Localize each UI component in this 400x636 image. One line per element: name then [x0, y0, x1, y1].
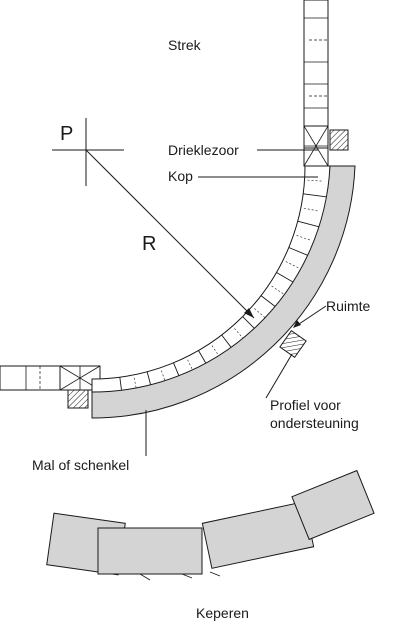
ruimte-arrowhead — [293, 320, 301, 328]
support-block-left — [67, 389, 89, 409]
label-strek: Strek — [168, 37, 202, 53]
label-r: R — [142, 233, 156, 255]
radius-line — [85, 149, 255, 319]
drieklezoor-top — [303, 125, 329, 167]
label-ruimte: Ruimte — [326, 298, 371, 314]
keperen-blocks — [46, 469, 375, 581]
label-mal: Mal of schenkel — [32, 457, 129, 473]
label-profiel-line1: Profiel voor — [270, 397, 341, 413]
profiel-support-block — [279, 329, 307, 359]
label-p: P — [60, 123, 73, 145]
horizontal-brick-row — [0, 365, 61, 391]
label-drieklezoor: Drieklezoor — [168, 142, 239, 158]
centre-point-p — [52, 118, 124, 186]
mal-of-schenkel-shape — [91, 165, 356, 419]
label-kop: Kop — [168, 168, 193, 184]
leader-ruimte — [295, 305, 327, 327]
radius-arrowhead — [244, 308, 254, 318]
leader-profiel — [265, 353, 293, 399]
voussoir-joint — [297, 220, 323, 229]
support-block-top — [329, 129, 349, 151]
label-keperen: Keperen — [196, 605, 249, 621]
label-profiel-line2: ondersteuning — [270, 415, 359, 431]
voussoir-joint — [303, 193, 329, 198]
